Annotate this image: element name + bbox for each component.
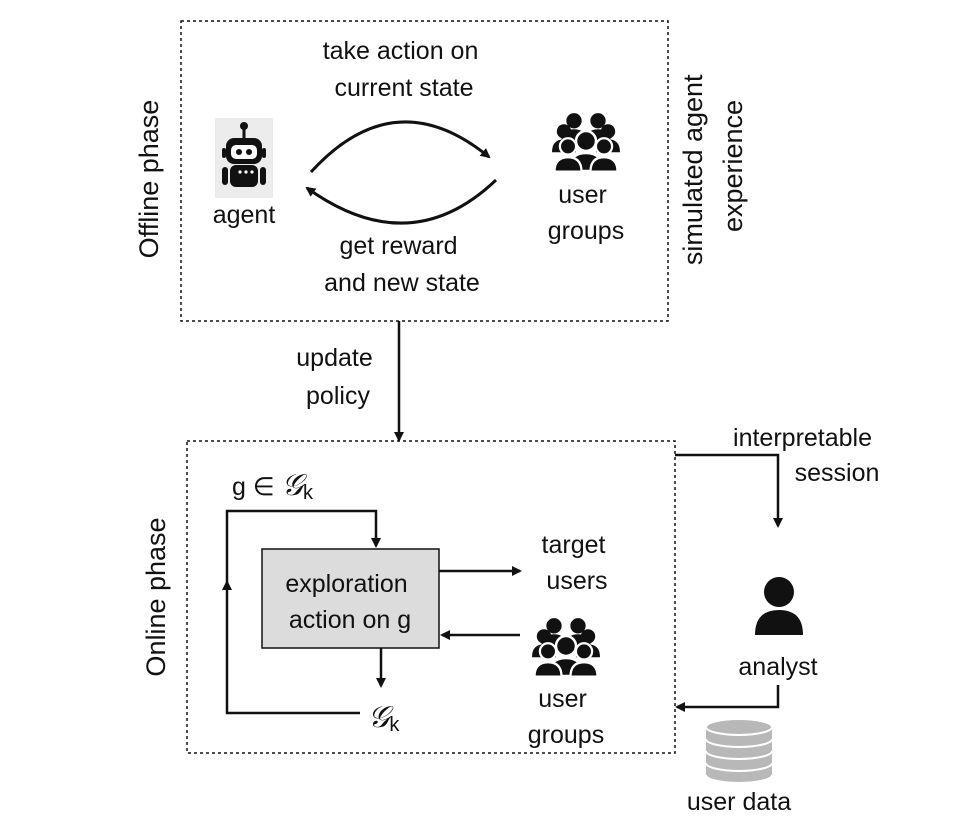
offline-user-groups-line-1: user — [558, 181, 607, 209]
online-user-groups-line-2: groups — [528, 721, 604, 749]
database-icon — [705, 718, 773, 784]
agent-label: agent — [213, 201, 276, 229]
offline-phase-box — [180, 20, 669, 322]
interpretable-session-line-2: session — [795, 459, 880, 487]
exploration-action-line-2: action on g — [289, 606, 411, 634]
get-reward-line-1: get reward — [339, 232, 457, 260]
online-user-groups-label: user groups — [528, 685, 604, 749]
group-membership-label: g ∈ 𝒢k — [232, 468, 314, 504]
update-policy-label: update policy — [296, 344, 379, 410]
group-set-subscript: k — [303, 482, 314, 504]
update-policy-line-1: update — [296, 344, 372, 372]
group-loop-line — [222, 580, 360, 715]
simulated-experience-label: simulated agent experience — [678, 67, 748, 265]
exploration-action-line-1: exploration — [285, 570, 407, 598]
take-action-arrow — [309, 120, 491, 174]
user-groups-icon — [552, 113, 620, 171]
online-phase-box — [186, 440, 676, 754]
update-policy-line-2: policy — [306, 382, 370, 410]
target-users-label: target users — [542, 531, 613, 595]
get-reward-label: get reward and new state — [324, 232, 480, 297]
output-group-set-label: 𝒢k — [368, 700, 400, 736]
interpretable-session-arrow — [675, 453, 783, 528]
offline-user-groups-line-2: groups — [548, 217, 624, 245]
take-action-line-2: current state — [335, 74, 474, 102]
analyst-icon — [755, 577, 803, 635]
get-reward-line-2: and new state — [324, 269, 480, 297]
target-users-line-1: target — [542, 531, 606, 559]
group-entry-arrow — [225, 509, 381, 585]
user-data-label: user data — [687, 788, 791, 816]
analyst-to-online-arrow — [675, 685, 780, 712]
get-reward-arrow — [305, 178, 498, 225]
take-action-line-1: take action on — [323, 37, 479, 65]
interpretable-session-label: interpretable session — [733, 424, 879, 487]
output-set-subscript: k — [389, 714, 400, 736]
interpretable-session-line-1: interpretable — [733, 424, 872, 452]
online-user-groups-line-1: user — [538, 685, 587, 713]
robot-agent-icon — [215, 118, 273, 198]
exploration-action-label: exploration action on g — [285, 570, 414, 634]
online-phase-label: Online phase — [141, 517, 171, 676]
take-action-label: take action on current state — [323, 37, 486, 102]
online-user-groups-icon — [532, 618, 600, 676]
analyst-label: analyst — [738, 653, 817, 681]
simulated-experience-line-1: simulated agent — [678, 74, 708, 265]
target-users-line-2: users — [546, 567, 607, 595]
group-membership-prefix: g ∈ — [232, 473, 282, 501]
offline-user-groups-label: user groups — [548, 181, 624, 245]
simulated-experience-line-2: experience — [718, 100, 748, 232]
exploration-action-box — [261, 548, 440, 649]
offline-phase-label: Offline phase — [134, 100, 164, 259]
